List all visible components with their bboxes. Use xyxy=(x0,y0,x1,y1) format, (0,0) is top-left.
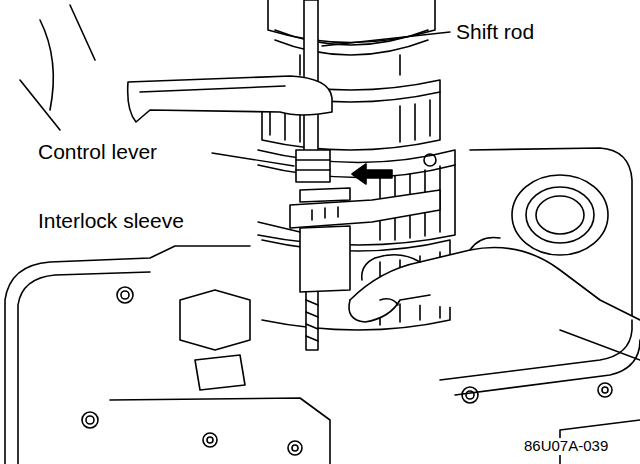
part-label: Shift rod xyxy=(454,20,536,43)
transmission-case xyxy=(5,5,640,464)
bearing-ring xyxy=(512,175,608,255)
direction-arrow xyxy=(352,164,392,184)
control-lever xyxy=(128,76,332,182)
leader-lines xyxy=(212,32,450,232)
hand xyxy=(349,238,640,361)
part-label: Interlock sleeve xyxy=(36,209,186,232)
figure-code: 86U07A-039 xyxy=(522,438,610,455)
part-label: Control lever xyxy=(36,140,159,163)
